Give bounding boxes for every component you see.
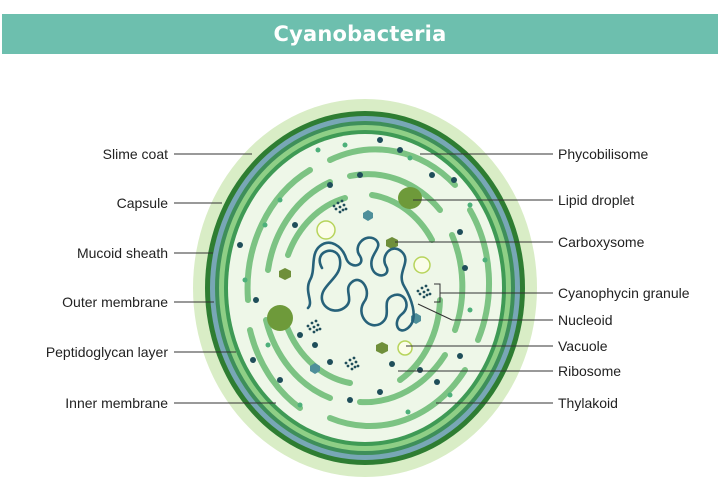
ribosome bbox=[250, 357, 256, 363]
phycobilisome bbox=[447, 392, 453, 398]
phycobilisome bbox=[262, 222, 268, 228]
phycobilisome bbox=[482, 257, 488, 263]
phycobilisome bbox=[342, 142, 348, 148]
leader-nucleoid bbox=[417, 303, 453, 321]
thylakoid bbox=[285, 195, 348, 258]
label-ribosome: Ribosome bbox=[558, 363, 621, 379]
thylakoid bbox=[369, 192, 435, 243]
ribosome bbox=[451, 177, 457, 183]
phycobilisome bbox=[315, 147, 321, 153]
phycobilisomes bbox=[242, 142, 488, 415]
ribosome bbox=[377, 389, 383, 395]
leader-cyanophycin-bracket bbox=[434, 283, 441, 303]
right-labels: Phycobilisome Lipid droplet Carboxysome … bbox=[558, 146, 690, 411]
ribosome bbox=[253, 297, 259, 303]
label-phycobilisome: Phycobilisome bbox=[558, 146, 648, 162]
left-labels: Slime coat Capsule Mucoid sheath Outer m… bbox=[46, 146, 169, 411]
phycobilisome bbox=[407, 155, 413, 161]
ribosome bbox=[462, 265, 468, 271]
ribosome bbox=[357, 172, 363, 178]
vacuole bbox=[316, 220, 336, 240]
lipid-droplet bbox=[398, 187, 422, 209]
ribosome bbox=[237, 242, 243, 248]
ribosome bbox=[277, 377, 283, 383]
thylakoid bbox=[265, 179, 333, 273]
nucleoid bbox=[306, 236, 415, 332]
phycobilisome bbox=[265, 342, 271, 348]
lipid-droplet bbox=[267, 305, 293, 331]
ribosome bbox=[347, 397, 353, 403]
phycobilisome bbox=[467, 202, 473, 208]
vacuole bbox=[413, 256, 431, 274]
cyanophycin-granules bbox=[306, 199, 432, 371]
label-slime-coat: Slime coat bbox=[103, 146, 168, 162]
ribosome bbox=[297, 332, 303, 338]
label-capsule: Capsule bbox=[117, 195, 169, 211]
label-outer-membrane: Outer membrane bbox=[62, 294, 168, 310]
cyanophycin-granule bbox=[416, 284, 432, 299]
thylakoid bbox=[327, 146, 458, 188]
phycobilisome bbox=[297, 402, 303, 408]
cyanophycin-granule bbox=[332, 199, 348, 214]
phycobilisome bbox=[405, 409, 411, 415]
ribosome bbox=[457, 353, 463, 359]
label-carboxysome: Carboxysome bbox=[558, 234, 645, 250]
ribosome bbox=[327, 182, 333, 188]
page-title: Cyanobacteria bbox=[273, 22, 447, 46]
thylakoid bbox=[357, 352, 448, 406]
carboxysome bbox=[279, 268, 291, 280]
ribosome bbox=[397, 147, 403, 153]
label-thylakoid: Thylakoid bbox=[558, 395, 618, 411]
label-peptidoglycan-layer: Peptidoglycan layer bbox=[46, 344, 169, 360]
title-banner: Cyanobacteria bbox=[2, 14, 718, 54]
label-cyanophycin-granule: Cyanophycin granule bbox=[558, 285, 690, 301]
phycobilisome bbox=[467, 307, 473, 313]
carboxysome bbox=[310, 363, 320, 374]
thylakoid bbox=[281, 315, 353, 386]
cyanophycin-granule bbox=[344, 356, 360, 371]
ribosome bbox=[312, 342, 318, 348]
thylakoid bbox=[263, 317, 333, 401]
thylakoid bbox=[247, 327, 303, 411]
label-nucleoid: Nucleoid bbox=[558, 312, 612, 328]
vacuole bbox=[397, 340, 413, 356]
leader-lines bbox=[174, 153, 553, 404]
ribosome bbox=[434, 379, 440, 385]
label-mucoid-sheath: Mucoid sheath bbox=[77, 245, 168, 261]
ribosome bbox=[377, 137, 383, 143]
carboxysome bbox=[386, 237, 398, 249]
carboxysome bbox=[363, 210, 373, 221]
cyanophycin-granule bbox=[306, 319, 322, 334]
label-lipid-droplet: Lipid droplet bbox=[558, 192, 634, 208]
thylakoid bbox=[467, 207, 492, 343]
ribosome bbox=[457, 229, 463, 235]
phycobilisome bbox=[242, 277, 248, 283]
label-vacuole: Vacuole bbox=[558, 338, 608, 354]
ribosome bbox=[327, 359, 333, 365]
thylakoid bbox=[327, 367, 468, 430]
ribosome bbox=[417, 367, 423, 373]
thylakoid bbox=[244, 167, 313, 303]
carboxysome bbox=[376, 342, 388, 354]
label-inner-membrane: Inner membrane bbox=[65, 395, 168, 411]
ribosome bbox=[292, 222, 298, 228]
phycobilisome bbox=[277, 197, 283, 203]
ribosome bbox=[429, 172, 435, 178]
ribosome bbox=[389, 361, 395, 367]
